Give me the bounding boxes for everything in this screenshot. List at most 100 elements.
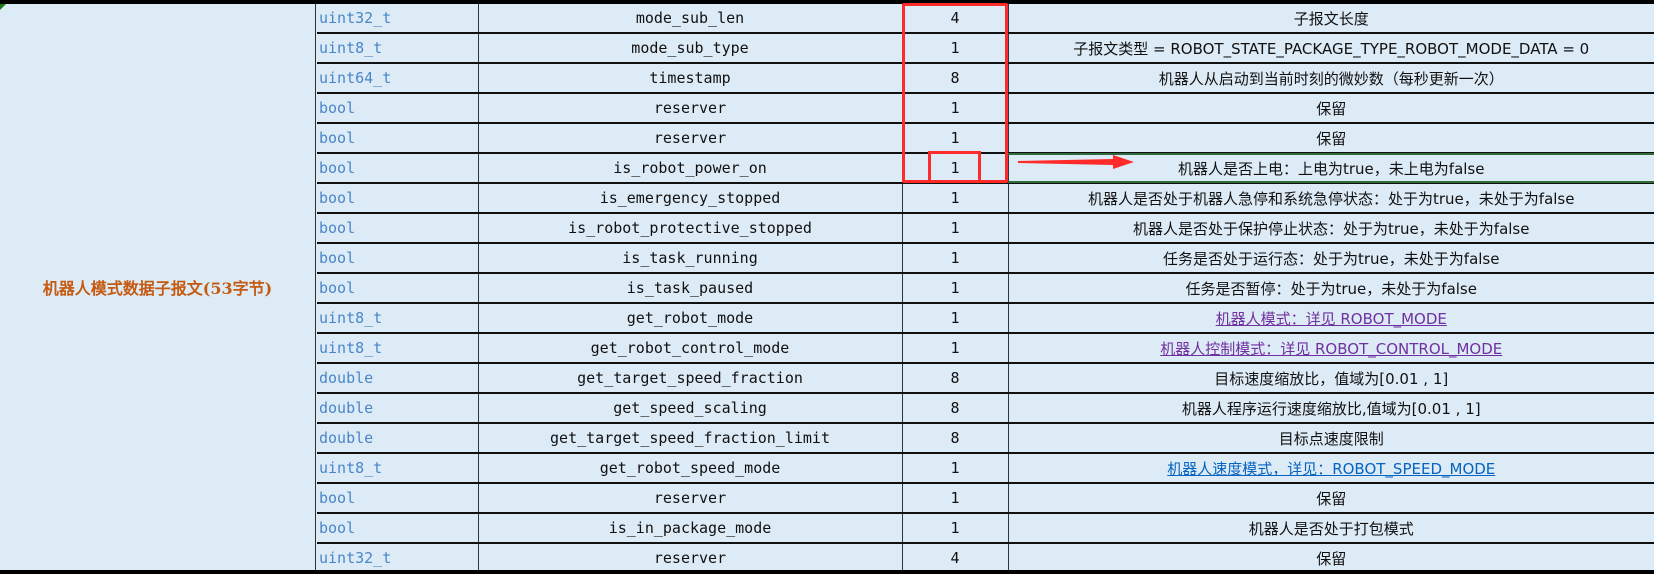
name-cell[interactable]: mode_sub_type <box>478 33 903 64</box>
type-cell[interactable]: bool <box>317 93 479 124</box>
desc-cell[interactable]: 目标速度缩放比，值域为[0.01 , 1] <box>1008 363 1654 394</box>
size-cell[interactable]: 1 <box>902 183 1009 214</box>
size-cell[interactable]: 1 <box>902 513 1009 544</box>
name-cell[interactable]: is_in_package_mode <box>478 513 903 544</box>
name-cell[interactable]: get_robot_control_mode <box>478 333 903 364</box>
type-cell[interactable]: bool <box>317 123 479 154</box>
desc-cell[interactable]: 保留 <box>1008 483 1654 514</box>
size-cell[interactable]: 1 <box>902 453 1009 484</box>
desc-cell[interactable]: 机器人是否处于机器人急停和系统急停状态：处于为true，未处于为false <box>1008 183 1654 214</box>
size-cell[interactable]: 1 <box>902 123 1009 154</box>
desc-cell[interactable]: 保留 <box>1008 123 1654 154</box>
type-cell[interactable]: uint32_t <box>317 4 479 34</box>
size-cell[interactable]: 8 <box>902 363 1009 394</box>
type-cell[interactable]: bool <box>317 243 479 274</box>
type-cell[interactable]: double <box>317 423 479 454</box>
type-cell[interactable]: uint32_t <box>317 543 479 574</box>
type-cell[interactable]: uint8_t <box>317 453 479 484</box>
size-cell[interactable]: 1 <box>902 333 1009 364</box>
name-cell[interactable]: get_robot_mode <box>478 303 903 334</box>
desc-cell[interactable]: 保留 <box>1008 93 1654 124</box>
red-arrow-icon <box>1018 155 1134 169</box>
desc-cell[interactable]: 任务是否处于运行态：处于为true，未处于为false <box>1008 243 1654 274</box>
name-cell[interactable]: reserver <box>478 93 903 124</box>
name-cell[interactable]: is_robot_power_on <box>478 153 903 184</box>
desc-link[interactable]: 机器人控制模式：详见 ROBOT_CONTROL_MODE <box>1160 339 1503 358</box>
desc-cell[interactable]: 机器人程序运行速度缩放比,值域为[0.01 , 1] <box>1008 393 1654 424</box>
desc-cell[interactable]: 机器人是否处于打包模式 <box>1008 513 1654 544</box>
name-cell[interactable]: get_target_speed_fraction <box>478 363 903 394</box>
desc-link[interactable]: 机器人速度模式，详见：ROBOT_SPEED_MODE <box>1167 459 1496 478</box>
desc-cell[interactable]: 保留 <box>1008 543 1654 574</box>
size-cell[interactable]: 1 <box>902 213 1009 244</box>
type-cell[interactable]: double <box>317 393 479 424</box>
type-cell[interactable]: bool <box>317 153 479 184</box>
size-cell[interactable]: 8 <box>902 423 1009 454</box>
name-cell[interactable]: is_emergency_stopped <box>478 183 903 214</box>
desc-cell[interactable]: 机器人速度模式，详见：ROBOT_SPEED_MODE <box>1008 453 1654 484</box>
power-on-size-highlight-box <box>928 151 981 183</box>
top-border <box>0 0 1654 4</box>
desc-cell[interactable]: 机器人从启动到当前时刻的微妙数（每秒更新一次） <box>1008 63 1654 94</box>
desc-cell[interactable]: 子报文长度 <box>1008 4 1654 34</box>
name-cell[interactable]: reserver <box>478 483 903 514</box>
name-cell[interactable]: is_robot_protective_stopped <box>478 213 903 244</box>
name-cell[interactable]: mode_sub_len <box>478 4 903 34</box>
name-cell[interactable]: get_target_speed_fraction_limit <box>478 423 903 454</box>
name-cell[interactable]: is_task_paused <box>478 273 903 304</box>
size-cell[interactable]: 8 <box>902 393 1009 424</box>
desc-cell[interactable]: 机器人是否处于保护停止状态：处于为true，未处于为false <box>1008 213 1654 244</box>
desc-cell[interactable]: 机器人控制模式：详见 ROBOT_CONTROL_MODE <box>1008 333 1654 364</box>
size-cell[interactable]: 1 <box>902 273 1009 304</box>
name-cell[interactable]: reserver <box>478 123 903 154</box>
size-cell[interactable]: 1 <box>902 33 1009 64</box>
desc-link[interactable]: 机器人模式：详见 ROBOT_MODE <box>1215 309 1447 328</box>
type-cell[interactable]: bool <box>317 183 479 214</box>
desc-cell[interactable]: 机器人模式：详见 ROBOT_MODE <box>1008 303 1654 334</box>
group-label: 机器人模式数据子报文(53字节) <box>42 279 273 298</box>
size-cell[interactable]: 1 <box>902 243 1009 274</box>
type-cell[interactable]: uint8_t <box>317 303 479 334</box>
type-cell[interactable]: bool <box>317 213 479 244</box>
desc-cell[interactable]: 任务是否暂停：处于为true，未处于为false <box>1008 273 1654 304</box>
name-cell[interactable]: reserver <box>478 543 903 574</box>
size-cell[interactable]: 1 <box>902 483 1009 514</box>
name-cell[interactable]: timestamp <box>478 63 903 94</box>
name-cell[interactable]: is_task_running <box>478 243 903 274</box>
type-cell[interactable]: double <box>317 363 479 394</box>
type-cell[interactable]: bool <box>317 273 479 304</box>
type-cell[interactable]: uint64_t <box>317 63 479 94</box>
bottom-border <box>0 570 1654 574</box>
size-cell[interactable]: 1 <box>902 303 1009 334</box>
group-label-cell[interactable]: 机器人模式数据子报文(53字节) <box>0 4 316 570</box>
name-cell[interactable]: get_speed_scaling <box>478 393 903 424</box>
cell-comment-indicator-icon <box>0 4 6 10</box>
name-cell[interactable]: get_robot_speed_mode <box>478 453 903 484</box>
type-cell[interactable]: bool <box>317 513 479 544</box>
type-cell[interactable]: bool <box>317 483 479 514</box>
type-cell[interactable]: uint8_t <box>317 333 479 364</box>
desc-cell[interactable]: 子报文类型 = ROBOT_STATE_PACKAGE_TYPE_ROBOT_M… <box>1008 33 1654 64</box>
size-cell[interactable]: 4 <box>902 543 1009 574</box>
desc-cell[interactable]: 目标点速度限制 <box>1008 423 1654 454</box>
type-cell[interactable]: uint8_t <box>317 33 479 64</box>
